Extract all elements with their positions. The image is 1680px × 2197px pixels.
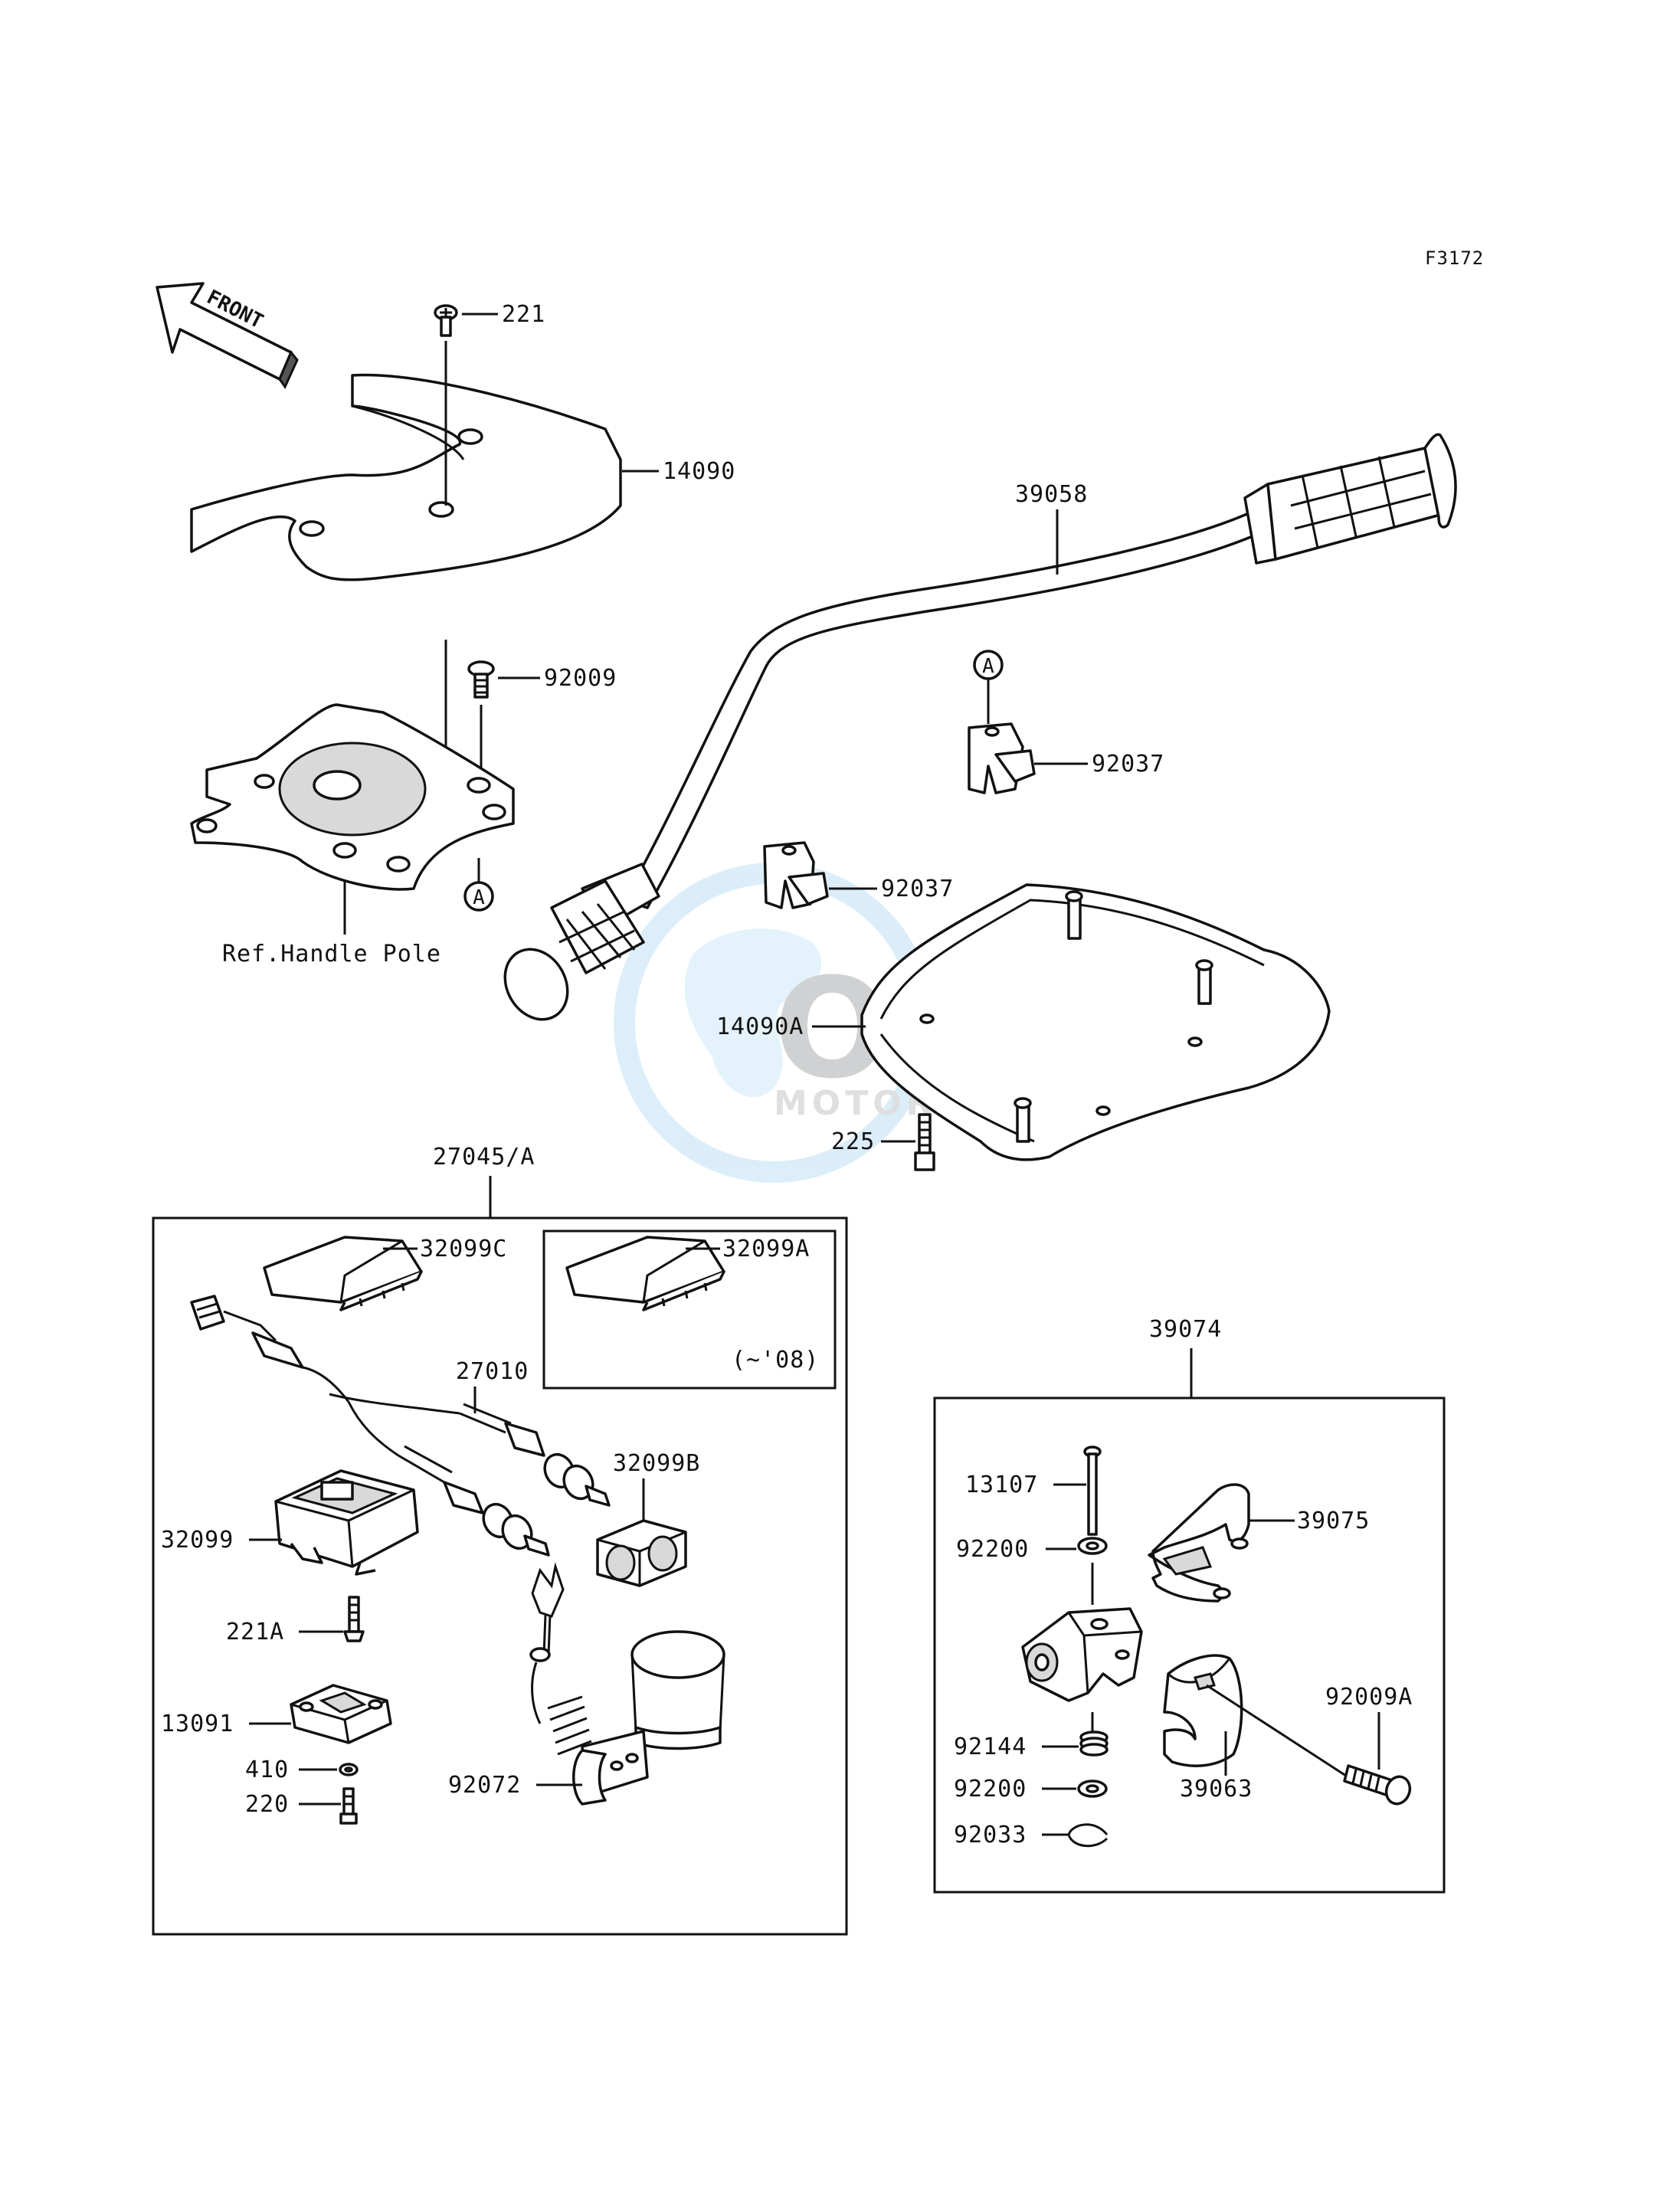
label-92072: 92072 xyxy=(448,1772,521,1799)
clip-92033 xyxy=(1067,1823,1109,1848)
screw-92009 xyxy=(467,660,495,699)
label-32099C: 32099C xyxy=(420,1236,507,1262)
cover-32099A xyxy=(565,1236,725,1311)
screw-92009A xyxy=(1343,1764,1412,1806)
label-39074: 39074 xyxy=(1149,1316,1222,1343)
figure-code: F3172 xyxy=(1425,247,1484,269)
front-arrow-icon: FRONT xyxy=(156,282,299,390)
box-32099A-inset xyxy=(542,1229,837,1390)
note-to-08: (~'08) xyxy=(732,1347,819,1374)
cover-32099C xyxy=(263,1236,423,1311)
clamp-92037-upper xyxy=(968,722,1036,794)
washer-92200-lower xyxy=(1077,1780,1108,1798)
label-225: 225 xyxy=(831,1128,875,1155)
lever-39075 xyxy=(1148,1483,1250,1603)
label-13091: 13091 xyxy=(161,1711,234,1737)
label-220: 220 xyxy=(245,1791,289,1818)
housing-39063 xyxy=(1163,1654,1243,1767)
label-92009: 92009 xyxy=(544,665,617,692)
label-92033: 92033 xyxy=(954,1822,1027,1848)
screw-221A xyxy=(343,1596,365,1642)
grommet-32099B xyxy=(596,1519,687,1587)
pin-13107 xyxy=(1083,1446,1102,1536)
callout-a-lower: A xyxy=(463,881,494,912)
box-27045A xyxy=(152,1216,848,1936)
label-410: 410 xyxy=(245,1757,289,1783)
lower-cover-14090A xyxy=(860,883,1331,1161)
lanyard-clip-92072 xyxy=(529,1562,725,1806)
label-32099B: 32099B xyxy=(613,1450,700,1477)
label-92200-upper: 92200 xyxy=(956,1536,1029,1563)
handlebar-39058 xyxy=(503,433,1457,1021)
label-39063: 39063 xyxy=(1180,1776,1253,1802)
label-32099: 32099 xyxy=(161,1527,234,1554)
callout-a-lower-label: A xyxy=(473,886,485,909)
label-92009A: 92009A xyxy=(1325,1684,1413,1711)
callout-a-upper: A xyxy=(973,650,1004,680)
switch-case-32099 xyxy=(274,1469,419,1576)
label-92144: 92144 xyxy=(954,1734,1027,1760)
label-92037-mid: 92037 xyxy=(881,876,954,902)
label-39075: 39075 xyxy=(1297,1508,1370,1534)
label-92200-lower: 92200 xyxy=(954,1776,1027,1802)
label-92037-upper: 92037 xyxy=(1092,751,1164,778)
label-221: 221 xyxy=(502,301,545,328)
bolt-225 xyxy=(914,1113,935,1171)
label-13107: 13107 xyxy=(965,1472,1038,1498)
label-27045A: 27045/A xyxy=(433,1144,535,1171)
screw-220 xyxy=(339,1787,358,1825)
box-39074 xyxy=(933,1396,1446,1894)
label-32099A: 32099A xyxy=(722,1236,810,1262)
holder-13091 xyxy=(290,1684,392,1744)
washer-410 xyxy=(339,1763,359,1776)
label-14090: 14090 xyxy=(663,458,735,485)
label-221A: 221A xyxy=(226,1619,284,1645)
label-39058: 39058 xyxy=(1015,481,1088,508)
harness-27010 xyxy=(190,1295,611,1557)
handle-pole-plate xyxy=(190,703,515,891)
lever-bracket xyxy=(1021,1607,1143,1702)
ref-handle-pole-label: Ref.Handle Pole xyxy=(222,941,441,968)
callout-a-upper-label: A xyxy=(982,655,994,678)
handle-cover-14090 xyxy=(190,373,622,581)
washer-92200-upper xyxy=(1077,1537,1108,1555)
clamp-92037-mid xyxy=(763,841,829,909)
label-27010: 27010 xyxy=(456,1358,529,1385)
screw-221 xyxy=(434,304,458,337)
label-14090A: 14090A xyxy=(716,1013,804,1040)
spring-92144 xyxy=(1079,1730,1109,1757)
